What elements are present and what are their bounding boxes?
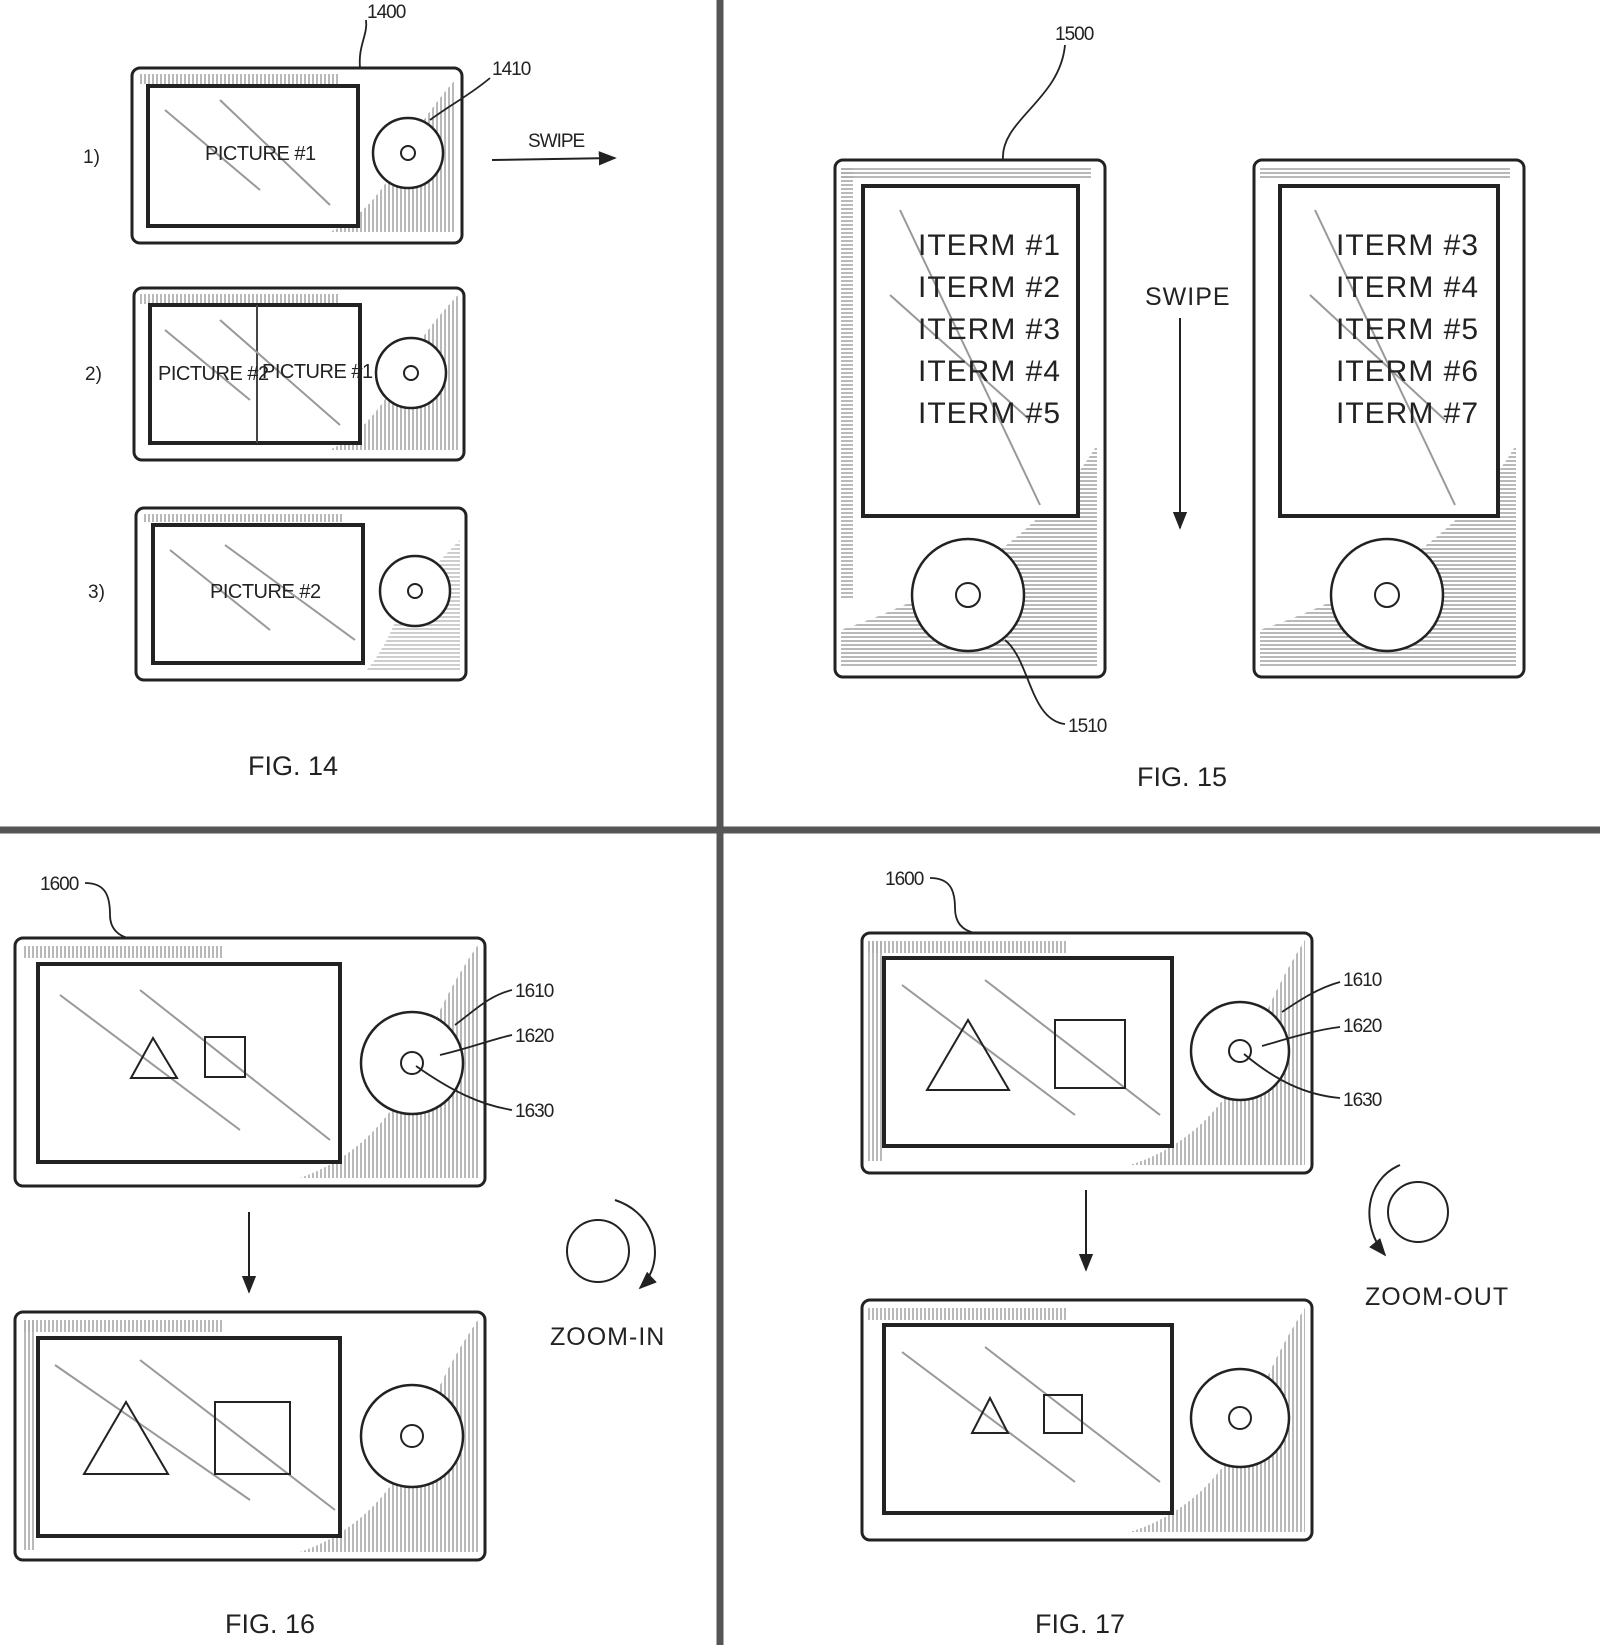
arrow-icon [491,151,617,166]
fig17-device-after [860,1298,1314,1542]
fig14-device-step-3: PICTURE #2 3) [88,506,468,682]
fig15-list-before-item-5: ITERM #5 [918,397,1061,430]
center-button-icon [403,365,419,381]
triangle-shape [970,1395,1010,1434]
center-button-icon [1228,1039,1252,1063]
fig15-list-before-item-2: ITERM #2 [918,271,1061,304]
fig16-gesture-label: ZOOM-IN [550,1323,665,1351]
fig14-device-step-2: PICTURE #2 PICTURE #1 2) [85,286,466,462]
square-shape [1054,1019,1126,1089]
fig17-ring-ref: 1620 [1343,1016,1382,1037]
fig15-gesture-label: SWIPE [1145,283,1231,311]
center-button-icon [400,1051,424,1075]
fig15-list-after-item-3: ITERM #5 [1336,313,1479,346]
fig14-device-step-1: PICTURE #1 1) [83,66,464,245]
counterclockwise-arrow-icon [1368,1164,1401,1257]
fig15-list-after-item-4: ITERM #6 [1336,355,1479,388]
fig15-device-after: ITERM #3 ITERM #4 ITERM #5 ITERM #6 ITER… [1252,158,1526,679]
fig14-step2-text-2: PICTURE #1 [262,361,373,383]
figure-15: ITERM #1 ITERM #2 ITERM #3 ITERM #4 ITER… [833,24,1526,792]
fig14-screen-step-3 [151,523,365,665]
center-button-icon [1374,582,1400,608]
fig15-wheel-leader [1004,639,1066,725]
fig15-list-after-item-5: ITERM #7 [1336,397,1479,430]
fig14-step2-text-1: PICTURE #2 [158,363,269,385]
fig15-device-before: ITERM #1 ITERM #2 ITERM #3 ITERM #4 ITER… [833,158,1107,679]
fig15-list-after-item-2: ITERM #4 [1336,271,1479,304]
fig17-device-before [860,931,1314,1175]
fig17-center-ref: 1630 [1343,1090,1382,1111]
fig17-device-ref: 1600 [885,869,924,890]
rotate-gesture-icon [1387,1181,1449,1243]
triangle-shape [129,1035,179,1079]
figure-17: ZOOM-OUT 1600 1610 1620 1630 FIG. 17 [860,869,1509,1639]
fig17-center-leader [1243,1053,1341,1099]
fig14-wheel-leader [429,77,491,121]
fig16-device-after [13,1310,487,1562]
fig15-list-before-item-4: ITERM #4 [918,355,1061,388]
figure-16: ZOOM-IN 1600 1610 1620 1630 FIG. 16 [13,874,665,1639]
fig14-device-leader [358,19,368,69]
fig14-step-label-3: 3) [88,582,105,603]
fig15-device-ref: 1500 [1055,24,1094,45]
fig14-step-label-1: 1) [83,147,100,168]
fig14-device-ref: 1400 [367,2,406,23]
fig15-device-leader [1002,44,1066,161]
triangle-shape [925,1018,1011,1091]
fig14-gesture-label: SWIPE [528,131,585,152]
fig17-wheel-leader [1281,981,1341,1013]
fig16-screen-before [36,962,342,1164]
fig14-step3-text-1: PICTURE #2 [210,581,321,603]
fig17-gesture-label: ZOOM-OUT [1365,1283,1509,1311]
fig14-step1-text-1: PICTURE #1 [205,143,316,165]
fig15-list-before-item-1: ITERM #1 [918,229,1061,262]
fig16-caption: FIG. 16 [225,1609,315,1639]
center-button-icon [400,1424,424,1448]
fig15-screen-before [861,184,1080,518]
square-shape [1043,1394,1083,1434]
fig14-caption: FIG. 14 [248,751,338,781]
fig15-screen-after [1278,184,1500,518]
fig16-device-ref: 1600 [40,874,79,895]
fig17-wheel-ref: 1610 [1343,970,1382,991]
fig17-device-leader [929,877,976,934]
fig15-list-after-item-1: ITERM #3 [1336,229,1479,262]
square-shape [204,1036,246,1078]
fig17-screen-after [882,1323,1174,1515]
fig16-device-before [13,936,487,1188]
fig16-ring-ref: 1620 [515,1026,554,1047]
fig16-screen-after [36,1336,342,1538]
fig15-caption: FIG. 15 [1137,762,1227,792]
center-button-icon [955,582,981,608]
rotate-gesture-icon [566,1219,630,1283]
fig16-center-leader [415,1065,513,1111]
fig14-wheel-ref: 1410 [492,59,531,80]
fig16-wheel-leader [454,989,513,1026]
fig17-caption: FIG. 17 [1035,1609,1125,1639]
fig16-center-ref: 1630 [515,1101,554,1122]
fig14-screen-step-1 [146,84,360,228]
center-button-icon [400,145,416,161]
center-button-icon [1228,1406,1252,1430]
figure-14: PICTURE #1 1) PICTURE #2 PICTURE #1 2) [83,2,617,781]
triangle-shape [82,1400,170,1475]
fig17-screen-before [882,956,1174,1148]
fig16-wheel-ref: 1610 [515,981,554,1002]
fig14-step-label-2: 2) [85,364,102,385]
fig16-ring-leader [439,1034,513,1056]
fig14-screen-step-2 [148,303,362,445]
center-button-icon [407,583,423,599]
clockwise-arrow-icon [614,1199,657,1290]
fig16-device-leader [84,882,129,939]
fig15-wheel-ref: 1510 [1068,716,1107,737]
fig17-ring-leader [1261,1026,1341,1047]
square-shape [214,1401,291,1475]
fig15-list-before-item-3: ITERM #3 [918,313,1061,346]
